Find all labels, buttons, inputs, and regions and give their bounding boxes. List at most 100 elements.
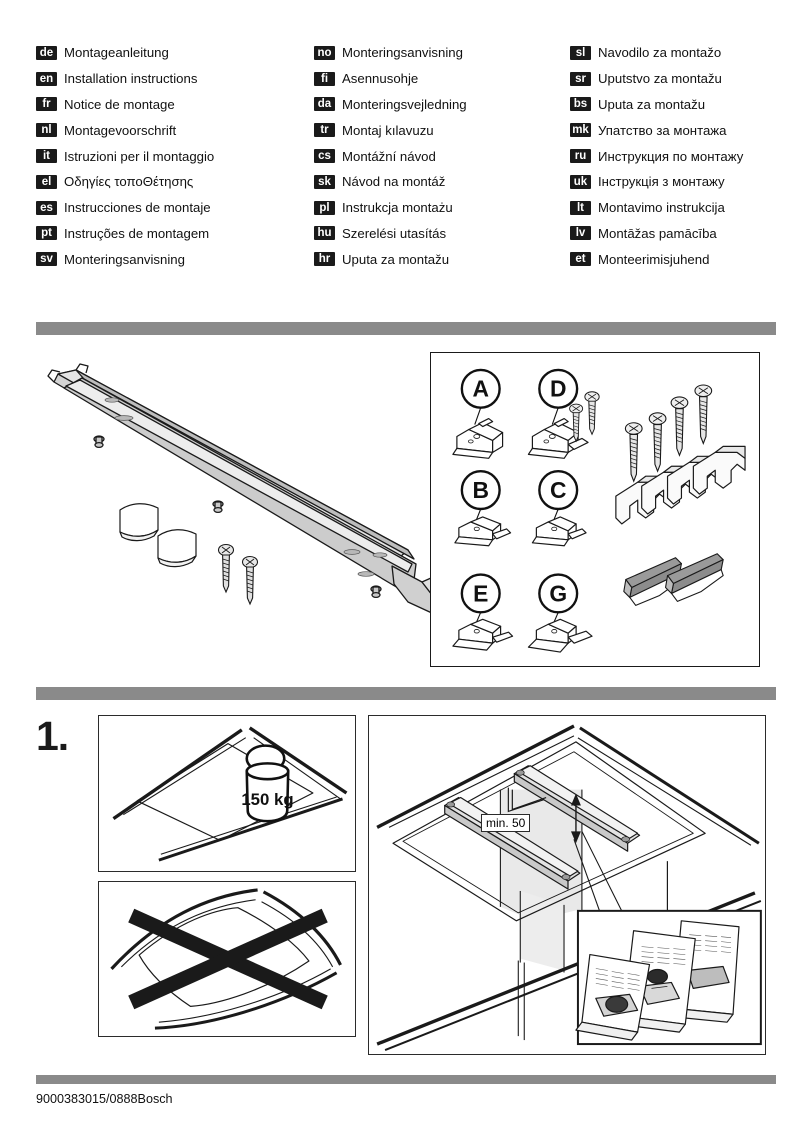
language-code-badge: ru: [570, 149, 591, 164]
language-title: Uputa za montažu: [598, 96, 706, 112]
language-row: sl Navodilo za montažo: [570, 40, 776, 66]
language-row: fr Notice de montage: [36, 92, 314, 118]
language-row: pt Instruções de montagem: [36, 221, 314, 247]
language-title: Інструкція з монтажу: [598, 174, 725, 190]
section-divider-top: [36, 322, 776, 335]
language-title: Istruzioni per il montaggio: [64, 148, 215, 164]
language-code-badge: hr: [314, 252, 335, 267]
language-row: el Οδηγίες τοποΘέτησης: [36, 169, 314, 195]
language-row: pl Instrukcja montażu: [314, 195, 570, 221]
language-code-badge: lt: [570, 200, 591, 215]
language-row: cs Montážní návod: [314, 143, 570, 169]
section-divider-bottom: [36, 1075, 776, 1084]
language-row: nl Montagevoorschrift: [36, 117, 314, 143]
language-title: Monteringsanvisning: [342, 45, 463, 61]
documentation-inset: [575, 909, 762, 1046]
language-row: fi Asennusohje: [314, 66, 570, 92]
language-code-badge: de: [36, 45, 57, 60]
language-code-badge: es: [36, 200, 57, 215]
language-row: lv Montāžas pamācība: [570, 221, 776, 247]
parts-inventory-box: A D: [430, 352, 760, 667]
step1-installation-panel: min. 50: [368, 715, 766, 1055]
language-row: da Monteringsvejledning: [314, 92, 570, 118]
part-marker-E: E: [460, 573, 501, 627]
worktop-load-illustration: 150 kg: [112, 726, 348, 862]
step1-warning-panel: [98, 881, 356, 1037]
short-screws: [569, 391, 600, 443]
language-column-3: sl Navodilo za montažo sr Uputstvo za mo…: [570, 40, 776, 272]
language-row: it Istruzioni per il montaggio: [36, 143, 314, 169]
language-code-badge: cs: [314, 149, 335, 164]
part-marker-G: G: [538, 573, 579, 627]
language-title: Uputa za montažu: [342, 251, 450, 267]
language-row: ru Инструкция по монтажу: [570, 143, 776, 169]
part-marker-C: C: [538, 470, 579, 525]
language-code-badge: lv: [570, 226, 591, 241]
language-title: Szerelési utasítás: [342, 225, 447, 241]
language-code-badge: sl: [570, 45, 591, 60]
language-title: Montavimo instrukcija: [598, 200, 725, 216]
language-code-badge: sv: [36, 252, 57, 267]
language-code-badge: da: [314, 97, 335, 112]
language-row: sk Návod na montáž: [314, 169, 570, 195]
step-1-section: 1.: [36, 705, 776, 1057]
language-code-badge: it: [36, 149, 57, 164]
language-title: Montāžas pamācība: [598, 225, 717, 241]
language-row: sv Monteringsanvisning: [36, 246, 314, 272]
language-code-badge: tr: [314, 123, 335, 138]
language-list: de Montageanleitung en Installation inst…: [36, 40, 776, 272]
language-code-badge: mk: [570, 123, 591, 138]
language-code-badge: sk: [314, 174, 335, 189]
language-title: Инструкция по монтажу: [598, 148, 744, 164]
language-row: lt Montavimo instrukcija: [570, 195, 776, 221]
language-row: sr Uputstvo za montažu: [570, 66, 776, 92]
language-code-badge: sr: [570, 71, 591, 86]
prohibition-cross-icon: [128, 908, 328, 1010]
language-row: uk Інструкція з монтажу: [570, 169, 776, 195]
part-label-C: C: [550, 477, 567, 503]
section-divider-middle: [36, 687, 776, 700]
language-row: no Monteringsanvisning: [314, 40, 570, 66]
language-code-badge: uk: [570, 174, 591, 189]
language-code-badge: bs: [570, 97, 591, 112]
part-label-G: G: [549, 580, 567, 606]
language-title: Installation instructions: [64, 71, 198, 87]
language-code-badge: fr: [36, 97, 57, 112]
language-title: Návod na montáž: [342, 174, 446, 190]
language-column-1: de Montageanleitung en Installation inst…: [36, 40, 314, 272]
language-code-badge: no: [314, 45, 335, 60]
rail-installation-illustration: [376, 724, 762, 1051]
mounting-clips: [615, 445, 746, 525]
language-title: Montageanleitung: [64, 45, 169, 61]
sealing-strips: [623, 553, 724, 606]
language-title: Instrukcja montażu: [342, 200, 453, 216]
language-title: Instruções de montagem: [64, 225, 210, 241]
language-code-badge: pl: [314, 200, 335, 215]
language-row: tr Montaj kılavuzu: [314, 117, 570, 143]
language-code-badge: et: [570, 252, 591, 267]
uneven-worktop-prohibited-illustration: [110, 888, 342, 1030]
min-distance-arrow: [570, 793, 581, 844]
language-title: Montážní návod: [342, 148, 436, 164]
long-screws: [624, 384, 713, 483]
language-title: Montaj kılavuzu: [342, 122, 434, 138]
language-title: Monteerimisjuhend: [598, 251, 710, 267]
language-column-2: no Monteringsanvisning fi Asennusohje da…: [314, 40, 570, 272]
rail-assembly-illustration: [47, 363, 453, 615]
step-number: 1.: [36, 713, 69, 759]
language-row: bs Uputa za montažu: [570, 92, 776, 118]
document-code: 9000383015/0888Bosch: [36, 1092, 173, 1106]
language-title: Οδηγίες τοποΘέτησης: [64, 174, 194, 190]
language-title: Navodilo za montažo: [598, 45, 722, 61]
language-title: Montagevoorschrift: [64, 122, 177, 138]
part-marker-B: B: [460, 470, 501, 525]
language-row: en Installation instructions: [36, 66, 314, 92]
language-code-badge: pt: [36, 226, 57, 241]
language-title: Notice de montage: [64, 96, 175, 112]
language-code-badge: fi: [314, 71, 335, 86]
language-row: es Instrucciones de montaje: [36, 195, 314, 221]
language-code-badge: hu: [314, 226, 335, 241]
language-row: et Monteerimisjuhend: [570, 246, 776, 272]
language-title: Asennusohje: [342, 71, 419, 87]
